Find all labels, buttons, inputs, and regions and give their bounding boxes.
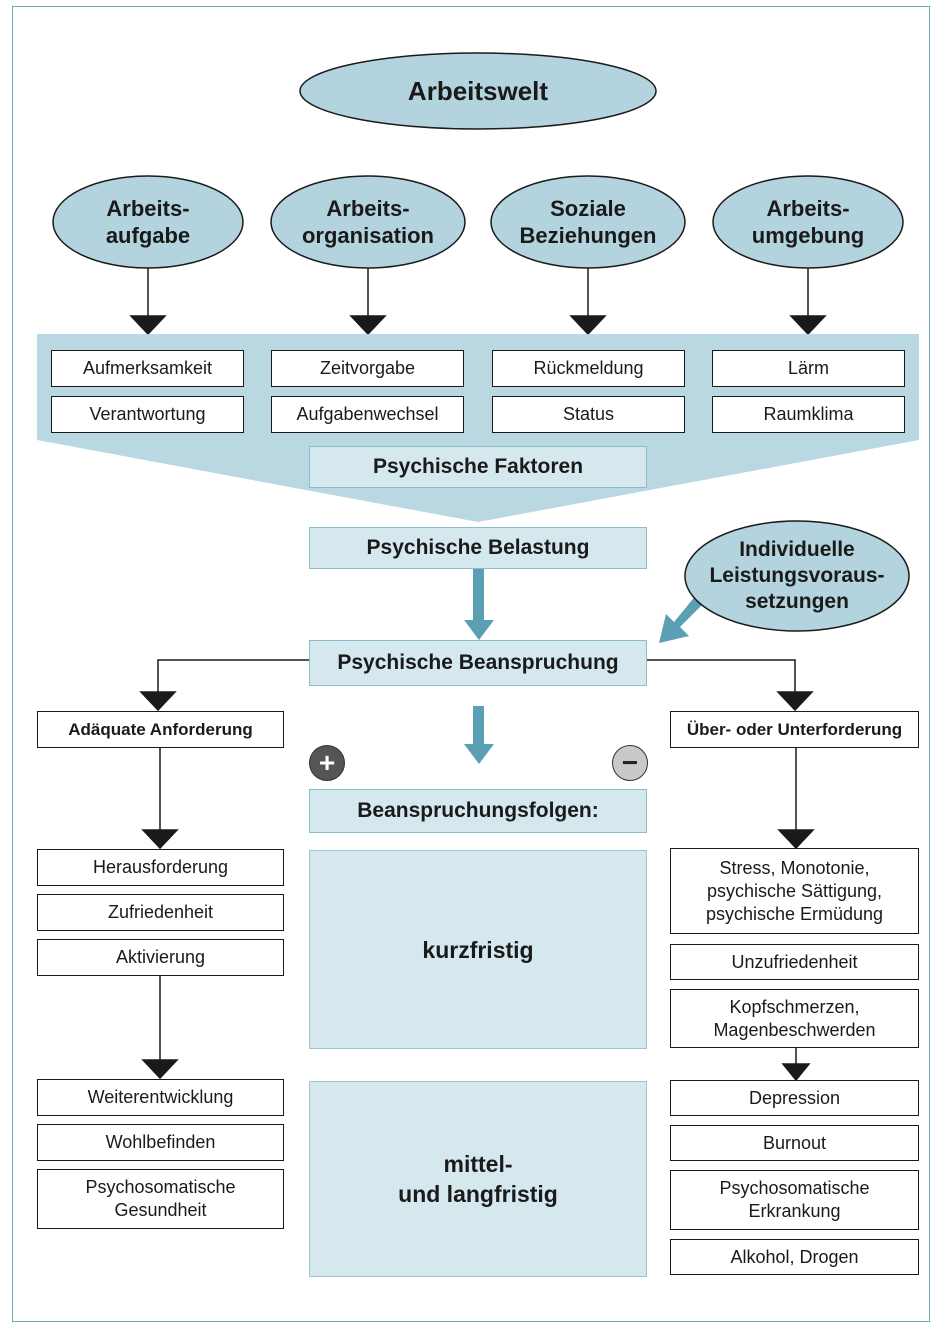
individual-label: Individuelle Leistungsvoraus- setzungen	[709, 538, 885, 613]
factor-item: Aufmerksamkeit	[51, 350, 244, 387]
arrow-head	[129, 315, 167, 336]
factor-item: Verantwortung	[51, 396, 244, 433]
negative-heading: Über- oder Unterforderung	[670, 711, 919, 748]
negative-long-item: Alkohol, Drogen	[670, 1239, 919, 1275]
positive-long-item: Psychosomatische Gesundheit	[37, 1169, 284, 1229]
individual-arrow	[659, 594, 705, 643]
factor-item: Status	[492, 396, 685, 433]
beanspruchung-box: Psychische Beanspruchung	[309, 640, 647, 686]
diagram-frame	[12, 6, 930, 1322]
negative-long-item: Burnout	[670, 1125, 919, 1161]
positive-heading: Adäquate Anforderung	[37, 711, 284, 748]
langfristig-box: mittel- und langfristig	[309, 1081, 647, 1277]
category-label-1: Arbeits- aufgabe	[105, 196, 191, 248]
negative-short-item: Stress, Monotonie, psychische Sättigung,…	[670, 848, 919, 934]
arrow-head	[141, 1059, 179, 1080]
positive-long-item: Wohlbefinden	[37, 1124, 284, 1161]
arrow-head	[781, 1063, 811, 1082]
positive-short-item: Aktivierung	[37, 939, 284, 976]
arrow-head	[777, 829, 815, 850]
arrow-head	[141, 829, 179, 850]
teal-arrow-head	[464, 744, 494, 764]
negative-long-item: Depression	[670, 1080, 919, 1116]
positive-short-item: Herausforderung	[37, 849, 284, 886]
positive-long-item: Weiterentwicklung	[37, 1079, 284, 1116]
title: Arbeitswelt	[407, 75, 549, 106]
positive-short-item: Zufriedenheit	[37, 894, 284, 931]
arrow-head	[569, 315, 607, 336]
title-ellipse	[299, 52, 657, 130]
plus-sign: +	[309, 745, 345, 781]
negative-long-item: Psychosomatische Erkrankung	[670, 1170, 919, 1230]
arrow-head	[776, 691, 814, 712]
teal-arrow-head	[464, 620, 494, 640]
factor-item: Raumklima	[712, 396, 905, 433]
factor-item: Rückmeldung	[492, 350, 685, 387]
folgen-box: Beanspruchungsfolgen:	[309, 789, 647, 833]
category-label-4: Arbeits- umgebung	[751, 196, 865, 248]
individual-ellipse	[684, 520, 910, 632]
factor-item: Zeitvorgabe	[271, 350, 464, 387]
arrow-head	[349, 315, 387, 336]
factor-item: Aufgabenwechsel	[271, 396, 464, 433]
category-label-2: Arbeits- organisation	[301, 196, 434, 248]
belastung-box: Psychische Belastung	[309, 527, 647, 569]
negative-short-item: Unzufriedenheit	[670, 944, 919, 980]
arrow-head	[789, 315, 827, 336]
arrow-head	[139, 691, 177, 712]
factors-band	[37, 334, 919, 522]
kurzfristig-box: kurzfristig	[309, 850, 647, 1049]
factor-item: Lärm	[712, 350, 905, 387]
negative-short-item: Kopfschmerzen, Magenbeschwerden	[670, 989, 919, 1048]
minus-sign: −	[612, 745, 648, 781]
factors-label: Psychische Faktoren	[309, 446, 647, 488]
category-label-3: Soziale Beziehungen	[519, 196, 657, 248]
